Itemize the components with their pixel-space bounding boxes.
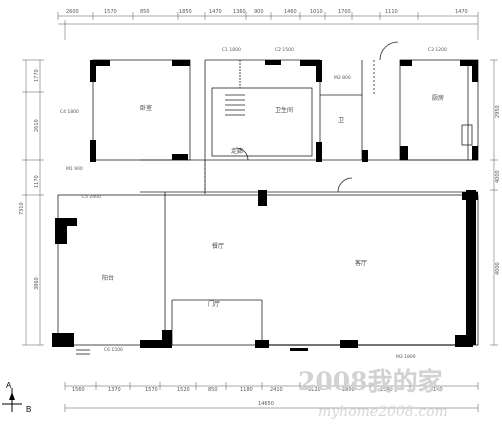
watermark: 2008我的家 myhome2008.com	[298, 367, 448, 420]
heavy-walls	[52, 60, 478, 351]
dim-bottom-total: 14650	[258, 401, 274, 407]
room-label-bedroom: 卧室	[140, 104, 152, 112]
dim-right-2: 4000	[495, 170, 501, 183]
dim-top-2: 1570	[104, 9, 117, 15]
room-label-foyer: 门厅	[208, 300, 220, 308]
dim-top-9: 1010	[310, 9, 323, 15]
window-door-tags: C1 1800 C2 1500 C3 1200 C4 1800 M1 900 M…	[60, 47, 447, 360]
dim-bottom-3: 1570	[145, 387, 158, 393]
dim-top-12: 1470	[455, 9, 468, 15]
dim-top-4: 1850	[179, 9, 192, 15]
room-label-dining: 餐厅	[212, 242, 224, 250]
dim-top-1: 2600	[66, 9, 79, 15]
door-tag-3: M3 1800	[396, 354, 416, 360]
dim-right-3: 4000	[495, 262, 501, 275]
dim-top-8: 1460	[284, 9, 297, 15]
room-label-corridor: 走廊	[231, 147, 243, 155]
bottom-dimension-chain	[64, 382, 479, 412]
door-tag-1: M1 900	[66, 166, 83, 172]
window-tag-2: C2 1500	[275, 47, 294, 53]
room-label-bathroom: 卫生间	[275, 106, 293, 114]
dim-bottom-9: 1800	[342, 387, 355, 393]
window-tag-6: C6 1500	[104, 347, 123, 353]
right-dimension-chain	[490, 59, 498, 346]
dim-top-5: 1470	[209, 9, 222, 15]
room-label-wc: 卫	[338, 117, 344, 124]
dim-left-total: 7310	[19, 202, 25, 215]
dim-top-7: 900	[254, 9, 264, 15]
dim-bottom-8: 1120	[308, 387, 321, 393]
dim-left-2: 2610	[34, 119, 40, 132]
dim-left-4: 3860	[34, 277, 40, 290]
window-tag-4: C4 1800	[60, 109, 79, 115]
dim-bottom-6: 1180	[240, 387, 253, 393]
window-tag-1: C1 1800	[222, 47, 241, 53]
wall-outlines	[57, 41, 479, 355]
dim-right-1: 2950	[495, 105, 501, 118]
dim-left-3: 1170	[34, 175, 40, 188]
dim-bottom-4: 1520	[177, 387, 190, 393]
room-labels: 卧室 卫生间 卫 厨房 客厅 餐厅 阳台 门厅 走廊	[102, 94, 444, 308]
dim-bottom-7: 2410	[270, 387, 283, 393]
dim-top-3: 850	[140, 9, 150, 15]
bottom-dimension-labels: 1560 1370 1570 1520 850 1180 2410 1120 1…	[72, 387, 443, 407]
dim-bottom-11: 1140	[430, 387, 443, 393]
dim-left-1: 1770	[34, 69, 40, 82]
dim-top-6: 1360	[233, 9, 246, 15]
room-label-kitchen: 厨房	[432, 94, 444, 102]
window-tag-5: C5 2400	[82, 194, 101, 200]
axis-label-b: B	[26, 405, 31, 414]
dim-top-11: 1110	[385, 9, 398, 15]
watermark-main: 2008我的家	[298, 367, 443, 396]
top-dimension-labels: 2600 1570 850 1850 1470 1360 900 1460 10…	[66, 9, 468, 15]
left-dimension-chain	[22, 59, 44, 346]
dim-bottom-5: 850	[208, 387, 218, 393]
room-label-balcony: 阳台	[102, 274, 114, 282]
watermark-sub: myhome2008.com	[318, 404, 448, 420]
left-dimension-labels: 1770 2610 1170 3860 7310	[19, 69, 40, 290]
axis-marker: A B	[2, 381, 31, 414]
axis-label-a: A	[6, 381, 12, 390]
dim-top-10: 1700	[338, 9, 351, 15]
dim-bottom-1: 1560	[72, 387, 85, 393]
dim-bottom-10: 1590	[380, 387, 393, 393]
top-dimension-chain	[57, 12, 479, 40]
room-label-living: 客厅	[355, 259, 367, 267]
door-tag-2: M2 800	[334, 75, 351, 81]
dim-bottom-2: 1370	[108, 387, 121, 393]
right-dimension-labels: 2950 4000 4000	[495, 105, 501, 275]
window-tag-3: C3 1200	[428, 47, 447, 53]
